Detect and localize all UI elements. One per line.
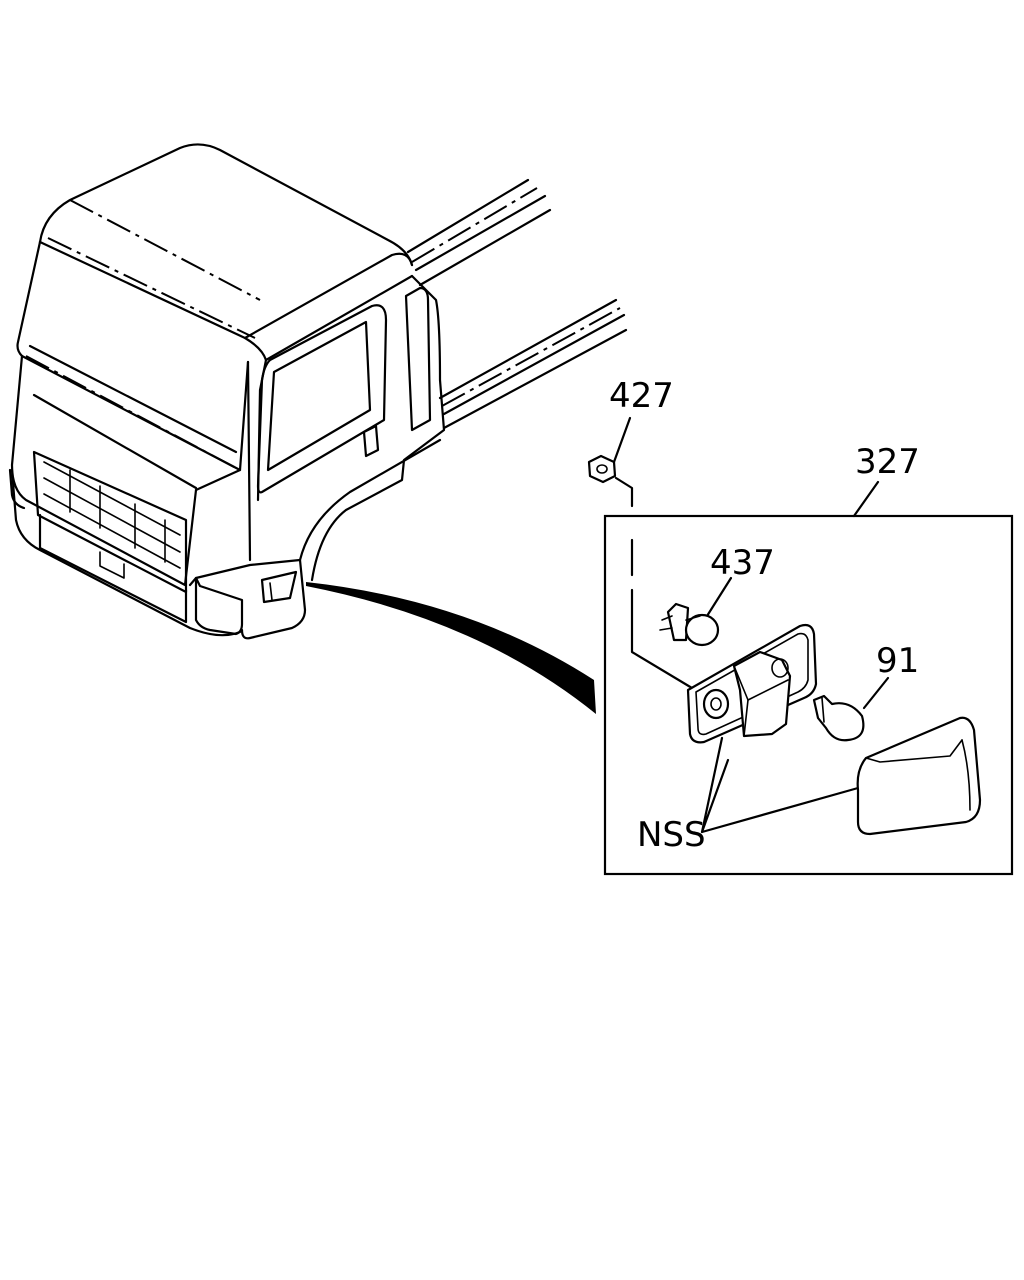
hex-nut bbox=[587, 454, 617, 484]
truck-cab-illustration bbox=[8, 143, 628, 640]
callout-socket-437: 437 bbox=[710, 543, 775, 583]
bulb-socket bbox=[659, 602, 720, 647]
lamp-housing bbox=[686, 623, 818, 744]
front-bumper bbox=[188, 558, 307, 640]
leader-lines bbox=[612, 416, 890, 834]
cab-side bbox=[246, 274, 446, 582]
callout-assembly-327: 327 bbox=[855, 442, 920, 482]
lamp-bulb bbox=[812, 694, 865, 742]
detail-frame bbox=[603, 514, 1014, 876]
headlamps bbox=[8, 468, 244, 636]
chassis-rails bbox=[406, 178, 628, 430]
cab-roof bbox=[38, 143, 414, 362]
pointer-wedge bbox=[306, 582, 596, 714]
cab-front bbox=[10, 354, 242, 637]
lamp-lens bbox=[856, 716, 982, 836]
callout-nss: NSS bbox=[637, 815, 706, 855]
windshield bbox=[16, 240, 250, 472]
callout-bulb-91: 91 bbox=[876, 641, 919, 681]
callout-nut-427: 427 bbox=[609, 376, 674, 416]
